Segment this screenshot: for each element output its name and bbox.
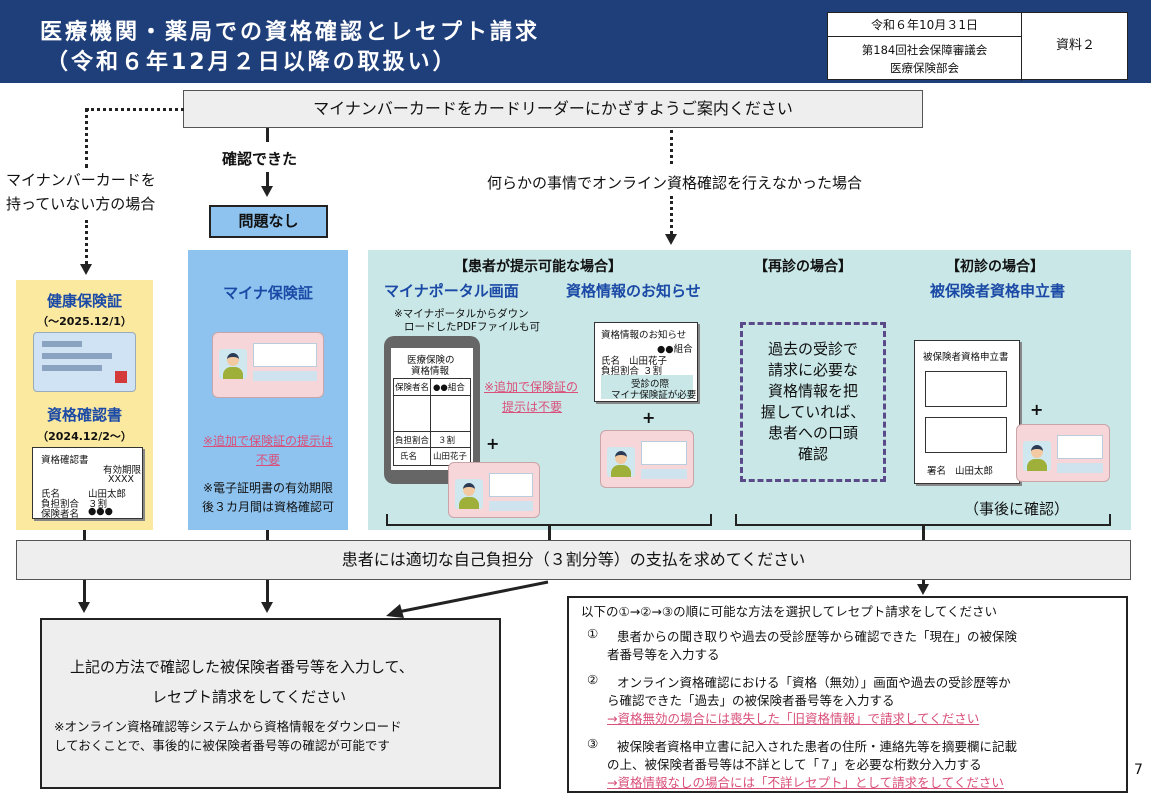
failed-case-panel: 【患者が提示可能な場合】 【再診の場合】 【初診の場合】 マイナポータル画面 ※… <box>368 250 1131 530</box>
dotted-connector-left-down2 <box>85 220 88 264</box>
shikaku-title: 資格確認書 <box>46 406 122 424</box>
revisit-header: 【再診の場合】 <box>754 259 852 275</box>
page-subtitle: （令和６年12月２日以降の取扱い） <box>46 50 458 75</box>
top-instruction-box: マイナンバーカードをカードリーダーにかざすようご案内ください <box>183 90 923 128</box>
myna-red-note-2: 不要 <box>255 453 280 467</box>
phone-image: 医療保険の 資格情報 保険者名 ●●組合 負担割合 ３割 氏名 山田花子 <box>384 336 480 484</box>
plus-sign-2: + <box>642 408 656 427</box>
portal-myna-card <box>448 462 540 518</box>
notice-doc-image: 資格情報のお知らせ ●●組合 氏名 山田花子 負担割合 ３割 受診の際 マイナ保… <box>594 322 698 402</box>
dotted-connector-right-down <box>670 196 673 234</box>
shikaku-doc-image: 資格確認書 有効期限 XXXX 氏名 山田太郎 負担割合 ３割 保険者名 ●●● <box>32 447 143 520</box>
arrow-line-2 <box>266 580 269 602</box>
confirmed-line-2 <box>266 172 269 186</box>
connector-teal-right <box>922 526 925 540</box>
meta-doc-label: 資料２ <box>1055 38 1095 53</box>
patient-header: 【患者が提示可能な場合】 <box>454 259 622 275</box>
portal-note-2: ロードしたPDFファイルも可 <box>404 321 540 333</box>
no-card-label: マイナンバーカードを 持っていない方の場合 <box>6 171 156 213</box>
kenko-card-image <box>33 332 136 392</box>
document-meta-table: 令和６年10月３1日 第184回社会保障審議会 医療保険部会 資料２ <box>827 12 1128 81</box>
arrow-to-insurance <box>80 264 92 275</box>
myna-red-note-1: ※追加で保険証の提示は <box>202 434 334 448</box>
bottom-left-box: 上記の方法で確認した被保険者番号等を入力して、 レセプト請求をしてください ※オ… <box>40 618 501 789</box>
connector-yellow <box>83 530 86 540</box>
first-form-image: 被保険者資格申立書 署名 山田太郎 <box>914 340 1020 484</box>
portal-note-1: ※マイナポータルからダウン <box>394 308 529 320</box>
portal-title: マイナポータル画面 <box>384 282 519 300</box>
page-number: 7 <box>1134 762 1143 778</box>
bracket-patient <box>386 514 712 526</box>
arrow-down-2 <box>261 602 273 613</box>
arrow-line-4 <box>922 580 925 586</box>
failed-case-label: 何らかの事情でオンライン資格確認を行えなかった場合 <box>487 174 863 192</box>
arrow-confirmed <box>261 186 273 197</box>
arrow-down-1 <box>78 602 90 613</box>
confirmed-line <box>266 128 269 142</box>
confirmed-label: 確認できた <box>222 150 298 168</box>
insurance-card-panel: 健康保険証 （～2025.12/1） 資格確認書 （2024.12/2～） 資格… <box>16 280 153 530</box>
payment-bar: 患者には適切な自己負担分（３割分等）の支払を求めてください <box>16 540 1131 580</box>
plus-sign-3: + <box>1030 400 1044 419</box>
first-title: 被保険者資格申立書 <box>930 282 1066 300</box>
myna-card-image <box>212 332 324 398</box>
portal-red-note-1: ※追加で保険証の <box>484 380 579 394</box>
after-check-label: （事後に確認） <box>964 500 1070 518</box>
meta-council: 第184回社会保障審議会 医療保険部会 <box>828 37 1022 81</box>
dotted-connector-left-down <box>85 108 88 168</box>
dotted-connector-right <box>670 130 673 164</box>
page-title: 医療機関・薬局での資格確認とレセプト請求 <box>40 20 541 45</box>
portal-red-note-2: 提示は不要 <box>502 400 563 414</box>
bottom-right-box: 以下の①→②→③の順に可能な方法を選択してレセプト請求をしてください ① 患者か… <box>567 596 1128 793</box>
shikaku-period: （2024.12/2～） <box>37 430 132 443</box>
kenko-title: 健康保険証 <box>46 292 122 310</box>
kenko-period: （～2025.12/1） <box>37 315 132 328</box>
arrow-down-4 <box>917 584 929 595</box>
notice-myna-card <box>600 430 694 488</box>
myna-note-1: ※電子証明書の有効期限 <box>202 481 334 495</box>
revisit-box: 過去の受診で 請求に必要な 資格情報を把 握していれば、 患者への口頭 確認 <box>740 322 886 482</box>
plus-sign-1: + <box>486 434 500 453</box>
first-myna-card <box>1016 424 1110 482</box>
connector-teal-left <box>548 526 551 540</box>
no-problem-box: 問題なし <box>209 205 328 238</box>
connector-blue <box>266 530 269 540</box>
bracket-revisit-first <box>735 514 1111 526</box>
meta-date: 令和６年10月３1日 <box>828 13 1022 37</box>
first-header: 【初診の場合】 <box>946 259 1044 275</box>
dotted-connector-left <box>86 108 184 111</box>
myna-note-2: 後３カ月間は資格確認可 <box>201 500 334 514</box>
myna-title: マイナ保険証 <box>223 284 313 302</box>
arrow-failed <box>665 234 677 245</box>
arrow-diagonal <box>386 580 549 618</box>
arrow-line-1 <box>83 580 86 602</box>
notice-title: 資格情報のお知らせ <box>566 282 701 300</box>
myna-insurance-panel: マイナ保険証 ※追加で保険証の提示は 不要 ※電子証明書の有効期限 後３カ月間は… <box>188 250 348 530</box>
